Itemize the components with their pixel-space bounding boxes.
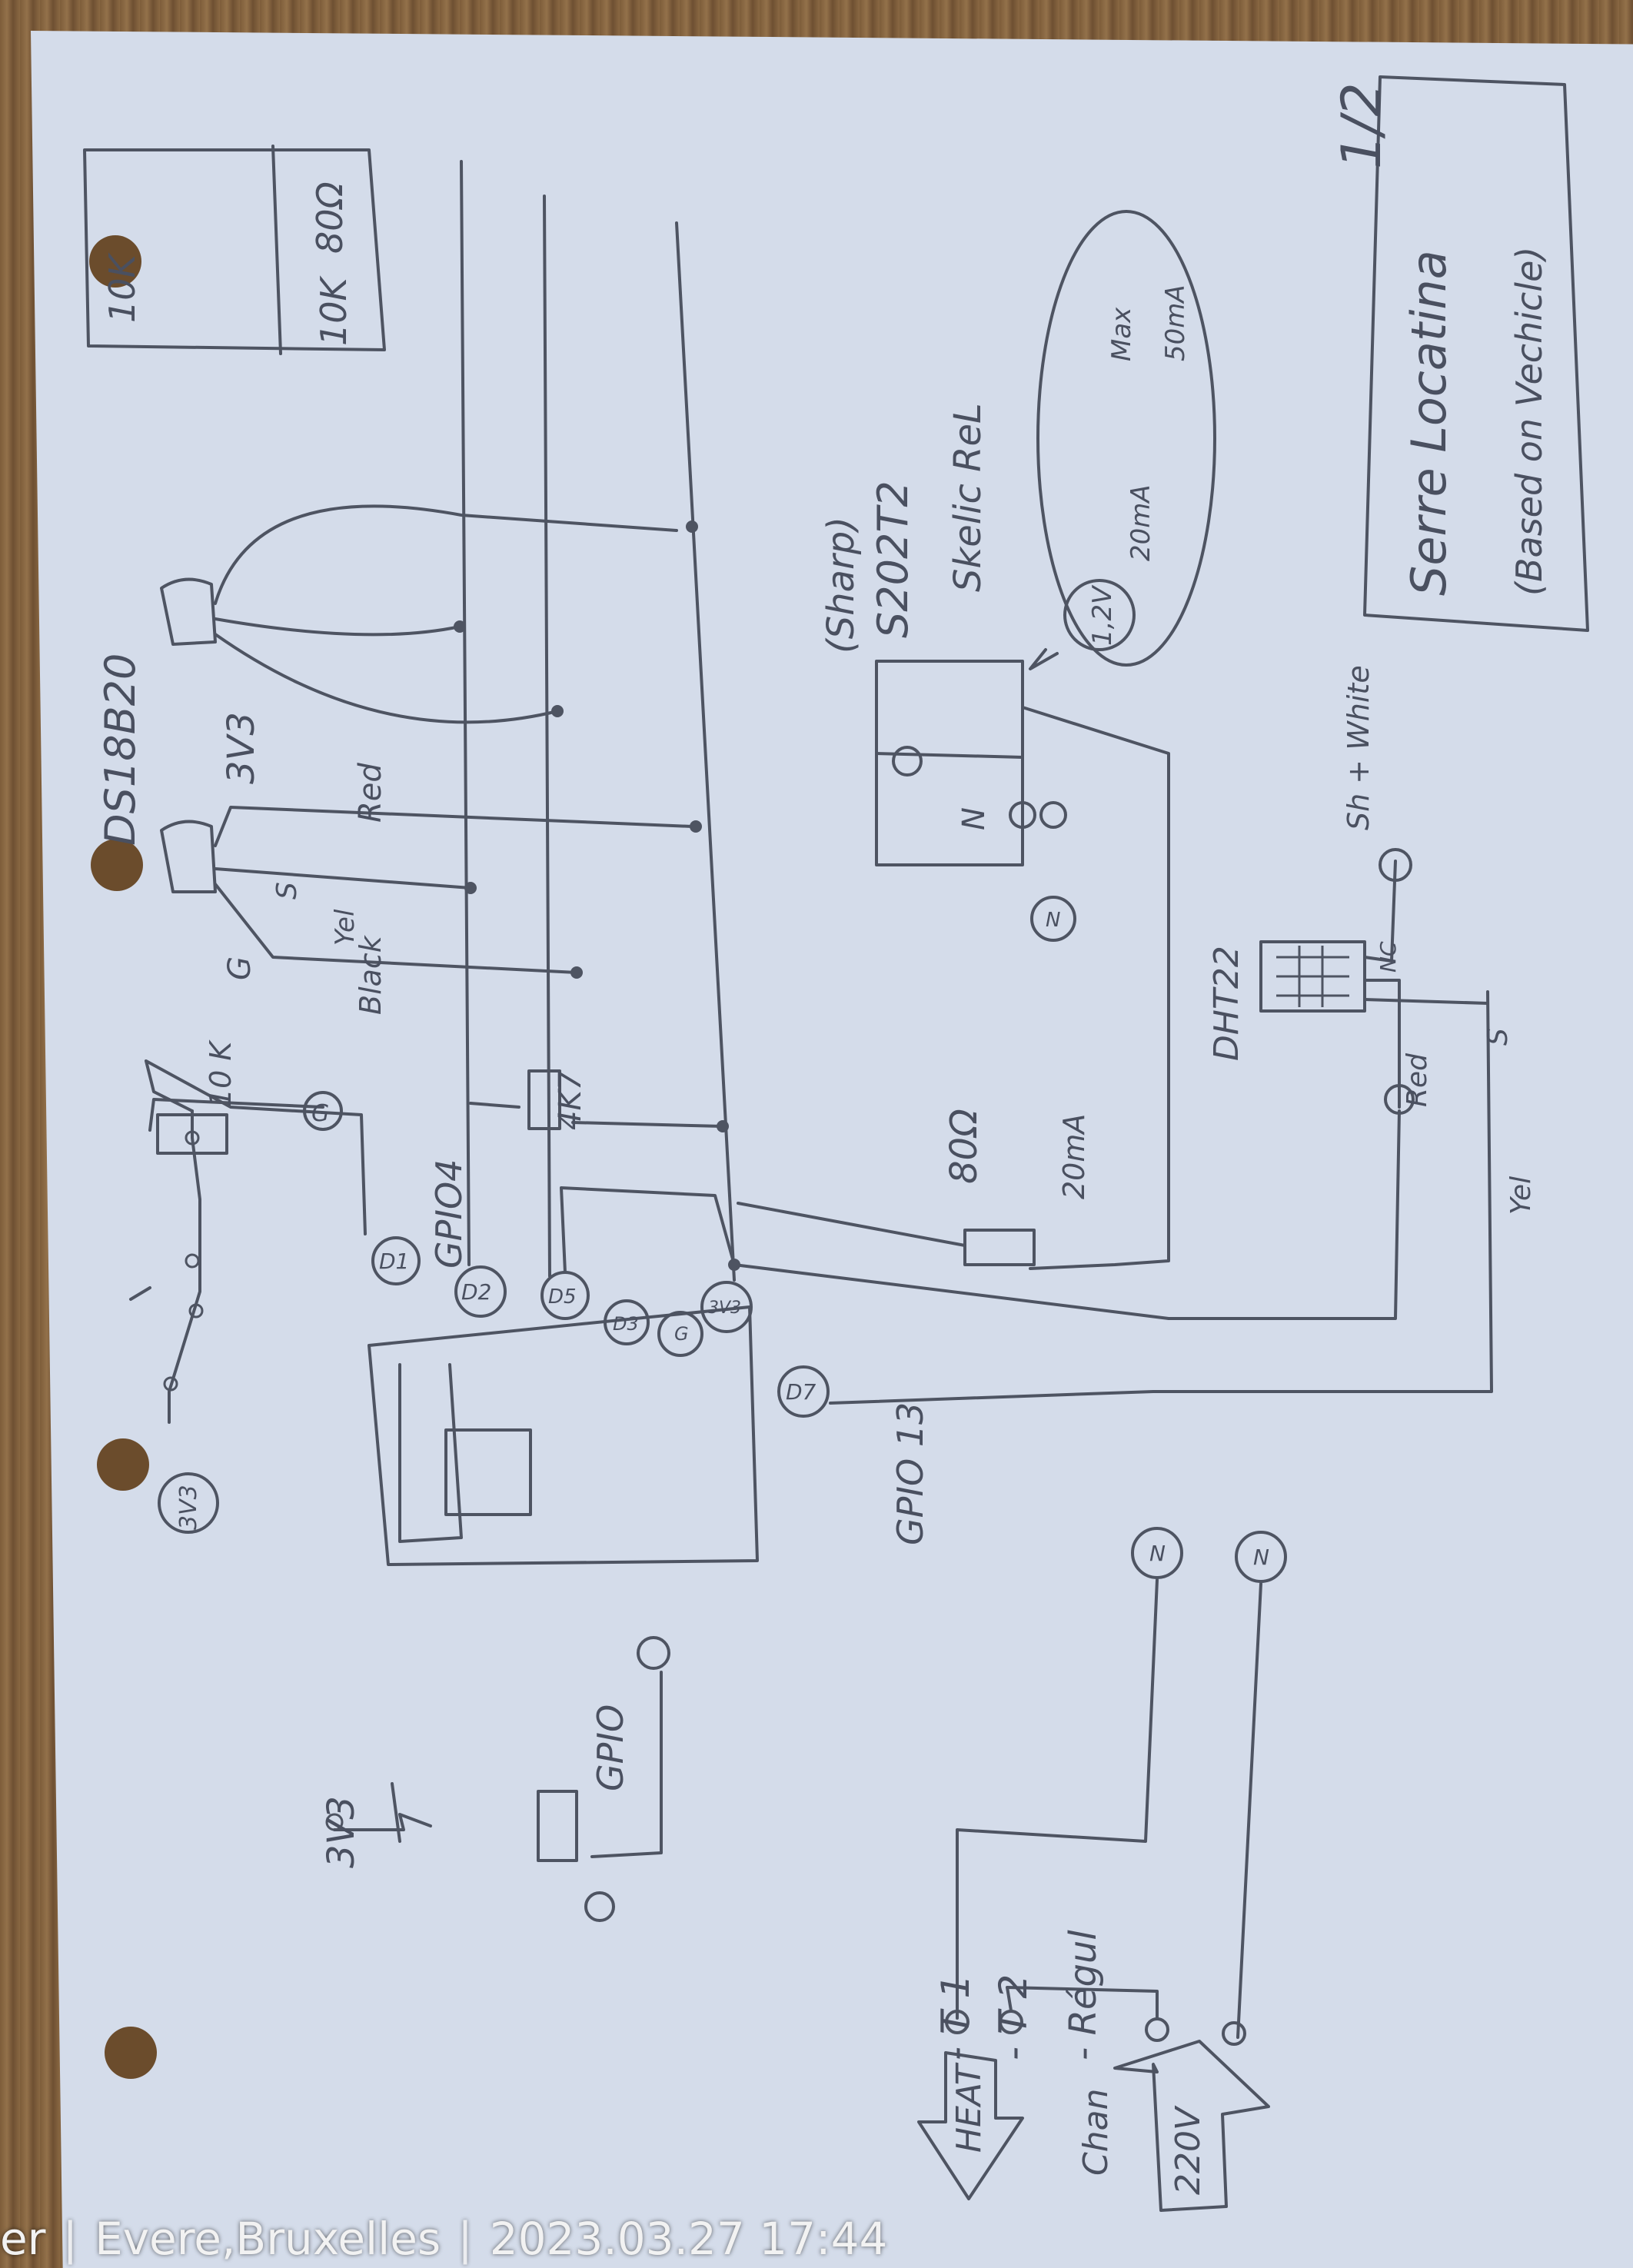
svg-text:GPIO: GPIO [590, 1704, 631, 1791]
channel-legend: Chan - T 1 - T 2 - Régul [933, 1930, 1116, 2176]
svg-text:N: N [1253, 1545, 1269, 1570]
svg-text:3V3: 3V3 [220, 712, 263, 784]
svg-text:S202T2: S202T2 [869, 481, 917, 638]
svg-text:Sh + White: Sh + White [1342, 665, 1375, 830]
svg-text:DS18B20: DS18B20 [96, 653, 145, 846]
svg-text:D3: D3 [613, 1313, 639, 1335]
punch-hole [91, 839, 143, 891]
punch-hole [89, 235, 141, 288]
pullup-4k7: 4K7 GPIO4 [428, 1069, 724, 1269]
svg-text:GPIO 13: GPIO 13 [890, 1402, 931, 1545]
watermark-left: er [0, 2213, 46, 2265]
svg-text:(Based on Vechicle): (Based on Vechicle) [1508, 247, 1550, 596]
paper-sheet [31, 31, 1633, 2268]
svg-text:HEAT: HEAT [950, 2062, 989, 2153]
svg-text:N: N [1046, 909, 1060, 932]
svg-text:Red: Red [1402, 1053, 1433, 1107]
svg-text:N: N [1149, 1541, 1166, 1566]
svg-text:- T 2: - T 2 [991, 1974, 1036, 2060]
svg-text:Max: Max [1106, 307, 1137, 361]
dht22-sensor: DHT22 Sh + White Red S Yel NC [1207, 665, 1537, 1215]
mains-wiring: N N HEAT 220V [917, 1527, 1287, 2212]
svg-text:Chan: Chan [1076, 2089, 1116, 2176]
svg-text:Red: Red [353, 763, 388, 823]
svg-text:GPIO4: GPIO4 [428, 1159, 470, 1269]
punch-hole [105, 2027, 157, 2079]
push-button: G 10 K 3V3 [129, 1039, 367, 1534]
svg-text:S: S [1482, 1028, 1514, 1046]
svg-text:G: G [222, 956, 258, 980]
svg-text:10 K: 10 K [204, 1039, 238, 1107]
photo-watermark: er|Evere,Bruxelles|2023.03.27 17:44 [0, 2210, 1633, 2268]
gpio-switch: GPIO 3V3 [320, 1636, 670, 1922]
svg-text:NC: NC [1375, 941, 1401, 973]
ds18b20-sensor: DS18B20 3V3 Red G S Black Yel [96, 504, 693, 1015]
svg-text:3V3: 3V3 [320, 1796, 363, 1868]
svg-text:80Ω: 80Ω [309, 181, 351, 254]
svg-text:3V3: 3V3 [175, 1485, 202, 1530]
svg-text:- Régul: - Régul [1062, 1930, 1105, 2060]
svg-text:N: N [956, 807, 992, 830]
svg-text:10K: 10K [101, 251, 143, 323]
svg-text:Yel: Yel [1505, 1176, 1537, 1215]
title-box: 1/2 Serre Locatina (Based on Vechicle) [1330, 75, 1589, 632]
svg-text:80Ω: 80Ω [943, 1109, 986, 1184]
solid-state-relay: N 80Ω 20mA N (Sharp) S202T2 Skelic ReL [737, 403, 1170, 1270]
svg-text:(Sharp): (Sharp) [820, 517, 863, 653]
svg-text:3V3: 3V3 [708, 1299, 741, 1318]
svg-text:4K7: 4K7 [553, 1070, 588, 1130]
svg-text:Black: Black [354, 934, 387, 1015]
watermark-datetime: 2023.03.27 17:44 [489, 2213, 888, 2265]
resistor-table: 10K 80Ω 10K [83, 145, 386, 355]
svg-text:- T 1: - T 1 [933, 1974, 978, 2060]
svg-text:220V: 220V [1169, 2105, 1208, 2195]
svg-text:Serre Locatina: Serre Locatina [1401, 250, 1457, 596]
svg-text:Skelic ReL: Skelic ReL [946, 403, 989, 592]
svg-text:1,2V: 1,2V [1087, 584, 1118, 646]
wemos-board: D1 D2 D5 D3 G 3V3 D7 GPIO 13 [368, 990, 1493, 1566]
svg-text:Yel: Yel [330, 909, 361, 946]
svg-text:10K: 10K [313, 274, 354, 346]
punch-hole [97, 1438, 149, 1491]
current-warning-bubble: 1,2V 20mA Max 50mA [1029, 210, 1216, 670]
svg-text:1/2: 1/2 [1330, 82, 1393, 169]
svg-text:G: G [311, 1100, 329, 1127]
svg-text:D1: D1 [379, 1249, 409, 1274]
svg-text:G: G [674, 1323, 689, 1345]
svg-text:D5: D5 [548, 1285, 577, 1309]
svg-text:20mA: 20mA [1057, 1114, 1091, 1199]
svg-text:20mA: 20mA [1126, 484, 1156, 561]
svg-text:D2: D2 [461, 1279, 491, 1305]
svg-text:D7: D7 [786, 1379, 816, 1405]
svg-text:50mA: 50mA [1160, 284, 1191, 361]
bus-rails [454, 160, 740, 1282]
svg-text:DHT22: DHT22 [1207, 946, 1246, 1061]
svg-text:S: S [271, 882, 303, 900]
watermark-location: Evere,Bruxelles [95, 2213, 441, 2265]
